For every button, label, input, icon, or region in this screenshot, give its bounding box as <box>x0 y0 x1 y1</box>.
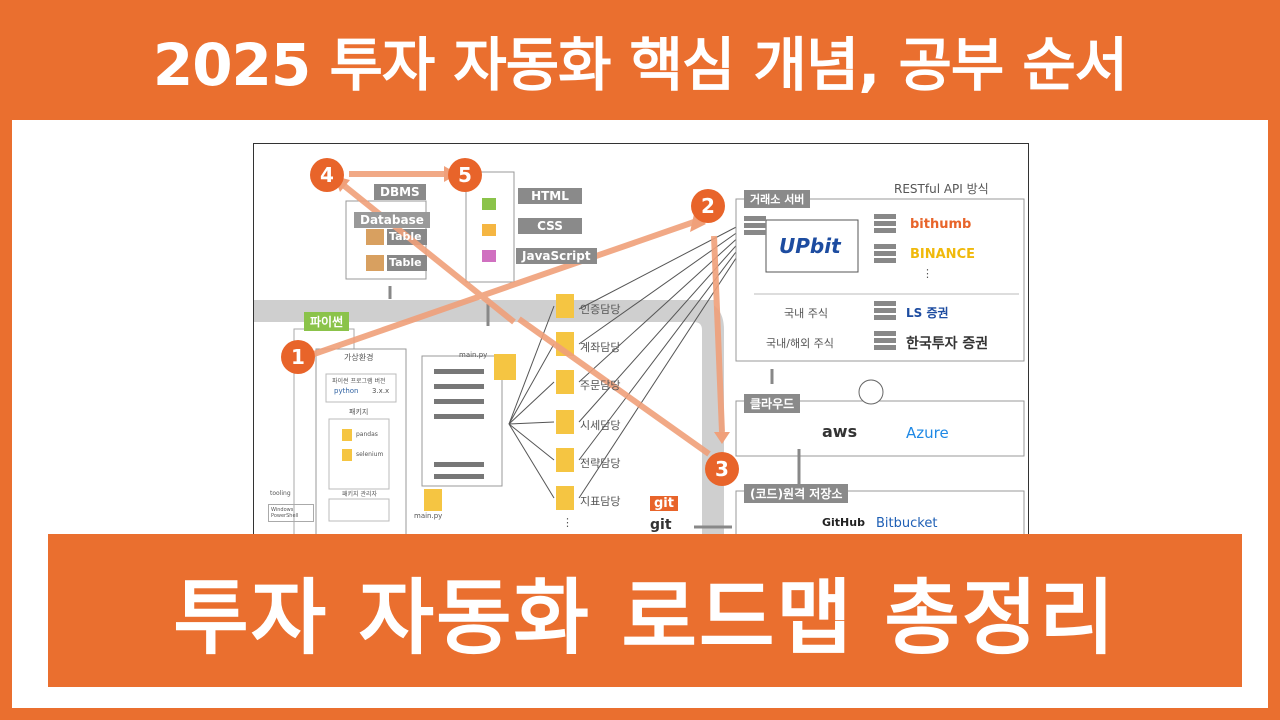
selenium-label: selenium <box>356 451 384 458</box>
pandas-icon <box>342 429 352 441</box>
server-icons <box>744 214 896 350</box>
packages-label: 패키지 <box>349 408 369 416</box>
code-line <box>434 369 484 374</box>
venv-label: 가상환경 <box>344 353 374 362</box>
ls-logo: LS 증권 <box>906 306 949 320</box>
js-label: JavaScript <box>516 248 597 264</box>
mainpy-bottom-label: main.py <box>414 512 443 520</box>
step-4-badge: 4 <box>310 158 344 192</box>
css-file-icon <box>482 224 496 236</box>
table-icon <box>366 229 384 245</box>
html-file-icon <box>482 198 496 210</box>
roadmap-diagram: 4 5 2 1 3 DBMS Database Table Table HTML… <box>253 143 1029 544</box>
step-1-badge: 1 <box>281 340 315 374</box>
cloud-label: 클라우드 <box>744 394 801 413</box>
step-2-badge: 2 <box>691 189 725 223</box>
binance-logo: BINANCE <box>910 247 975 262</box>
pipeline-bar <box>254 300 714 322</box>
py-file-icon <box>494 354 516 380</box>
table-label-1: Table <box>389 230 422 243</box>
step-5-badge: 5 <box>448 158 482 192</box>
python-version-label: 파이썬 프로그램 버전 <box>332 378 386 385</box>
python-label: 파이썬 <box>304 312 350 331</box>
domestic-foreign-label: 국내/해외 주식 <box>766 337 834 350</box>
table-box <box>387 255 427 271</box>
aws-logo: aws <box>822 422 858 441</box>
code-line <box>434 414 484 419</box>
module-icons <box>556 294 574 510</box>
cloud-icon <box>858 379 884 405</box>
powershell-label: Windows PowerShell <box>268 504 314 522</box>
small-arrows <box>388 286 801 529</box>
roadmap-arrows <box>313 171 725 457</box>
repo-label: (코드)원격 저장소 <box>744 484 849 503</box>
upbit-box <box>765 219 859 273</box>
upbit-logo: UPbit <box>779 234 841 258</box>
module-order: 주문담당 <box>580 379 621 392</box>
git-label-1: git <box>650 496 678 511</box>
domestic-label: 국내 주식 <box>784 307 828 320</box>
pandas-label: pandas <box>356 431 378 438</box>
page-title: 2025 투자 자동화 핵심 개념, 공부 순서 <box>152 31 1128 99</box>
code-line <box>434 474 484 479</box>
tooling-label: tooling <box>270 490 291 497</box>
module-indicator: 지표담당 <box>580 495 621 508</box>
step-3-badge: 3 <box>705 452 739 486</box>
dbms-label: DBMS <box>374 184 426 200</box>
restful-label: RESTful API 방식 <box>894 182 989 196</box>
exchange-ellipsis: ⋮ <box>922 267 933 280</box>
module-account: 계좌담당 <box>580 341 621 354</box>
pkg-manager-label: 패키지 관리자 <box>342 491 378 498</box>
table-icon <box>366 255 384 271</box>
module-quote: 시세담당 <box>580 419 621 432</box>
roadmap-banner: 투자 자동화 로드맵 총정리 <box>48 534 1242 687</box>
pkg-manager-box <box>328 498 390 522</box>
code-line <box>434 462 484 467</box>
js-file-icon <box>482 250 496 262</box>
bitbucket-logo: Bitbucket <box>876 516 938 531</box>
git-label-2: git <box>650 517 672 533</box>
python-version-box <box>325 373 397 403</box>
github-logo: GitHub <box>822 516 865 529</box>
mainpy-top-label: main.py <box>459 351 488 359</box>
bithumb-logo: bithumb <box>910 217 972 232</box>
module-auth: 인증담당 <box>580 303 621 316</box>
css-label: CSS <box>518 218 582 234</box>
korea-invest-logo: 한국투자 증권 <box>906 336 989 352</box>
module-ellipsis: ⋮ <box>562 516 573 529</box>
python-logo: python <box>334 387 359 395</box>
py-file-icon <box>424 489 442 511</box>
module-strategy: 전략담당 <box>580 457 621 470</box>
table-label-2: Table <box>389 256 422 269</box>
exchange-label: 거래소 서버 <box>744 190 811 208</box>
database-label: Database <box>354 212 430 228</box>
html-label: HTML <box>518 188 582 204</box>
code-line <box>434 384 484 389</box>
code-line <box>434 399 484 404</box>
selenium-icon <box>342 449 352 461</box>
azure-logo: Azure <box>906 424 949 442</box>
packages-box <box>328 418 390 490</box>
python-version: 3.x.x <box>372 387 390 395</box>
